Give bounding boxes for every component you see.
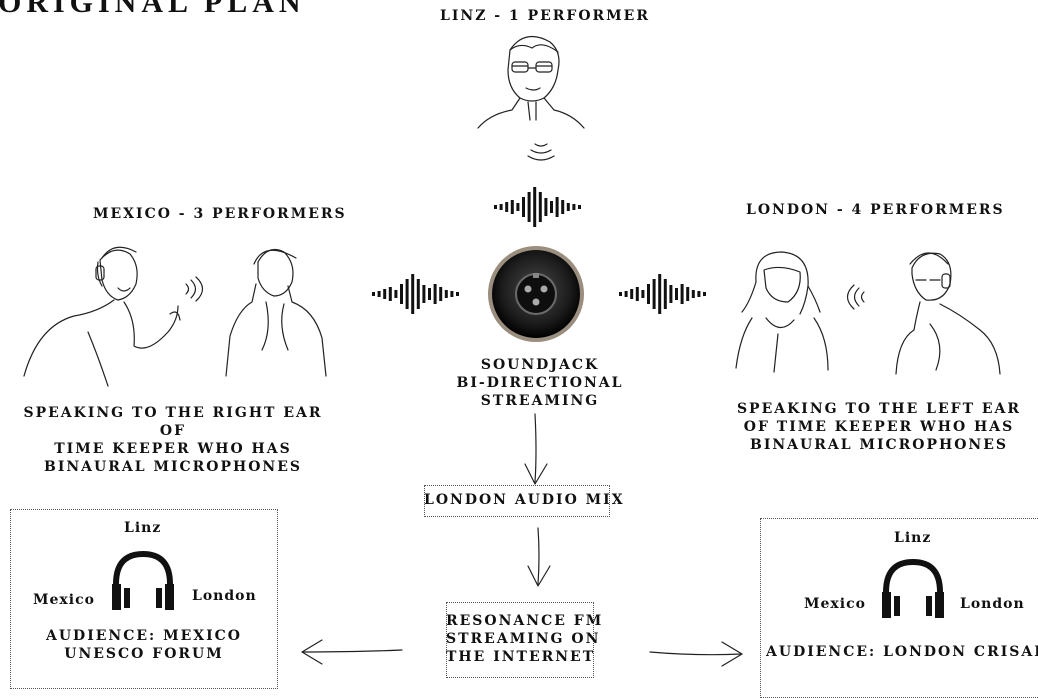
waveform-bar xyxy=(405,279,409,309)
soundjack-caption: SOUNDJACK BI-DIRECTIONAL STREAMING xyxy=(456,357,624,409)
waveform-bar xyxy=(527,192,531,222)
audience-london-right: London xyxy=(960,596,1025,612)
mexico-caption: SPEAKING TO THE RIGHT EAR OF TIME KEEPER… xyxy=(23,405,323,475)
london-sound-waves-icon xyxy=(846,284,865,310)
waveform-icon xyxy=(619,274,706,314)
waveform-bar xyxy=(494,205,497,209)
waveform-bar xyxy=(433,284,437,304)
arrow-right-icon xyxy=(649,641,743,667)
waveform-bar xyxy=(658,274,662,314)
waveform-bar xyxy=(394,290,398,298)
mexico-timekeeper-sketch xyxy=(225,249,327,377)
waveform-bar xyxy=(505,202,509,212)
waveform-bar xyxy=(444,290,448,298)
linz-label: LINZ - 1 PERFORMER xyxy=(440,8,650,24)
waveform-bar xyxy=(439,287,443,301)
waveform-bar xyxy=(572,204,576,210)
headphones-icon xyxy=(882,558,944,618)
waveform-bar xyxy=(422,285,426,303)
arrow-down-icon xyxy=(527,527,551,587)
waveform-bar xyxy=(630,289,634,299)
waveform-bar xyxy=(635,287,639,301)
waveform-bar xyxy=(652,279,656,309)
waveform-bar xyxy=(647,284,650,304)
waveform-bar xyxy=(510,200,514,214)
waveform-bar xyxy=(538,192,542,222)
waveform-bar xyxy=(691,290,695,298)
waveform-bar xyxy=(680,284,684,304)
waveform-bar xyxy=(663,279,667,309)
waveform-bar xyxy=(416,279,420,309)
waveform-bar xyxy=(697,291,701,297)
waveform-bar xyxy=(377,291,381,297)
london-audio-mix-label: LONDON AUDIO MIX xyxy=(424,492,625,508)
waveform-bar xyxy=(686,287,690,301)
linz-performer-sketch xyxy=(477,35,585,129)
waveform-bar xyxy=(516,203,520,211)
mexico-performer-sketch xyxy=(23,246,181,387)
waveform-bar xyxy=(522,197,525,217)
headphones-icon xyxy=(112,550,174,610)
waveform-bar xyxy=(566,203,570,211)
waveform-bar xyxy=(669,285,673,303)
audience-london-linz: Linz xyxy=(894,530,932,546)
audience-mexico-right: London xyxy=(192,588,257,604)
waveform-bar xyxy=(703,292,706,296)
linz-sound-waves-icon xyxy=(527,143,555,161)
waveform-icon xyxy=(372,274,459,314)
waveform-bar xyxy=(544,198,548,216)
waveform-bar xyxy=(383,289,387,299)
resonance-fm-text: RESONANCE FM STREAMING ON THE INTERNET xyxy=(446,613,604,665)
audience-london-left: Mexico xyxy=(804,596,866,612)
london-label: LONDON - 4 PERFORMERS xyxy=(746,202,1005,218)
waveform-bar xyxy=(624,291,628,297)
audience-mexico-left: Mexico xyxy=(33,592,95,608)
soundjack-xlr-icon xyxy=(488,246,584,342)
waveform-bar xyxy=(550,201,553,213)
arrow-left-icon xyxy=(301,639,403,665)
waveform-bar xyxy=(578,205,581,209)
mexico-sound-waves-icon xyxy=(185,276,204,302)
waveform-bar xyxy=(555,197,559,217)
audience-london-title: AUDIENCE: LONDON CRISAP xyxy=(766,644,1038,660)
waveform-bar xyxy=(428,288,431,300)
london-performer-sketch xyxy=(735,251,829,373)
waveform-bar xyxy=(675,288,678,300)
london-caption: SPEAKING TO THE LEFT EAR OF TIME KEEPER … xyxy=(736,401,1022,453)
waveform-bar xyxy=(388,287,392,301)
waveform-icon xyxy=(494,187,581,227)
waveform-bar xyxy=(641,290,645,298)
arrow-down-icon xyxy=(524,413,548,485)
waveform-bar xyxy=(372,292,375,296)
waveform-bar xyxy=(561,200,565,214)
waveform-bar xyxy=(411,274,415,314)
waveform-bar xyxy=(456,292,459,296)
london-timekeeper-sketch xyxy=(895,252,1001,375)
waveform-bar xyxy=(450,291,454,297)
waveform-bar xyxy=(619,292,622,296)
audience-mexico-linz: Linz xyxy=(124,520,162,536)
waveform-bar xyxy=(499,204,503,210)
waveform-bar xyxy=(533,187,537,227)
page-title: ORIGINAL PLAN xyxy=(0,0,306,19)
mexico-label: MEXICO - 3 PERFORMERS xyxy=(93,206,347,222)
london-audio-mix-box xyxy=(424,485,610,517)
audience-mexico-title: AUDIENCE: MEXICO UNESCO FORUM xyxy=(45,628,242,662)
waveform-bar xyxy=(400,284,403,304)
